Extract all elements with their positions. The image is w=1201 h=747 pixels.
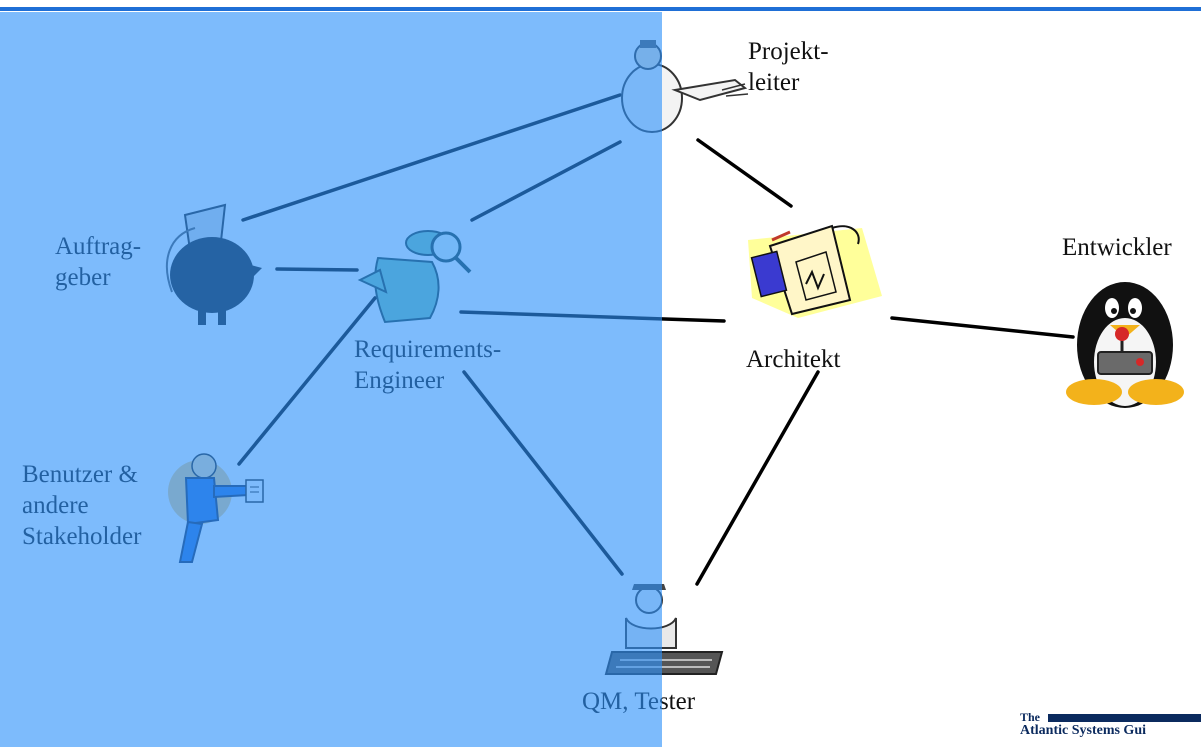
logo-bar bbox=[1048, 714, 1201, 722]
connector-requirements-projektleiter bbox=[470, 140, 622, 222]
connector-auftraggeber-requirements bbox=[275, 267, 359, 272]
connector-requirements-architekt bbox=[459, 310, 726, 323]
connector-architekt-tester bbox=[695, 370, 820, 586]
presenter-icon bbox=[621, 40, 749, 133]
connector-auftraggeber-projektleiter bbox=[241, 93, 622, 222]
label-projektleiter: Projekt- leiter bbox=[748, 38, 829, 96]
label-requirements-engineer: Requirements- Engineer bbox=[354, 336, 502, 394]
detective-icon bbox=[357, 230, 472, 324]
label-tester: QM, Tester bbox=[582, 688, 696, 715]
tester-icon bbox=[604, 584, 724, 675]
connector-architekt-entwickler bbox=[890, 316, 1075, 339]
connector-projektleiter-architekt bbox=[696, 138, 793, 208]
atlantic-systems-logo: The Atlantic Systems Gui bbox=[1020, 710, 1201, 747]
client-icon bbox=[165, 203, 262, 325]
blueprint-icon bbox=[748, 224, 882, 318]
user-icon bbox=[168, 453, 264, 563]
label-auftraggeber: Auftrag- geber bbox=[55, 233, 142, 291]
label-architekt: Architekt bbox=[746, 346, 841, 373]
top-rule bbox=[0, 7, 1201, 11]
label-benutzer: Benutzer & andere Stakeholder bbox=[22, 461, 142, 550]
penguin-icon bbox=[1066, 282, 1184, 408]
label-entwickler: Entwickler bbox=[1062, 234, 1172, 261]
connector-requirements-tester bbox=[462, 370, 624, 576]
